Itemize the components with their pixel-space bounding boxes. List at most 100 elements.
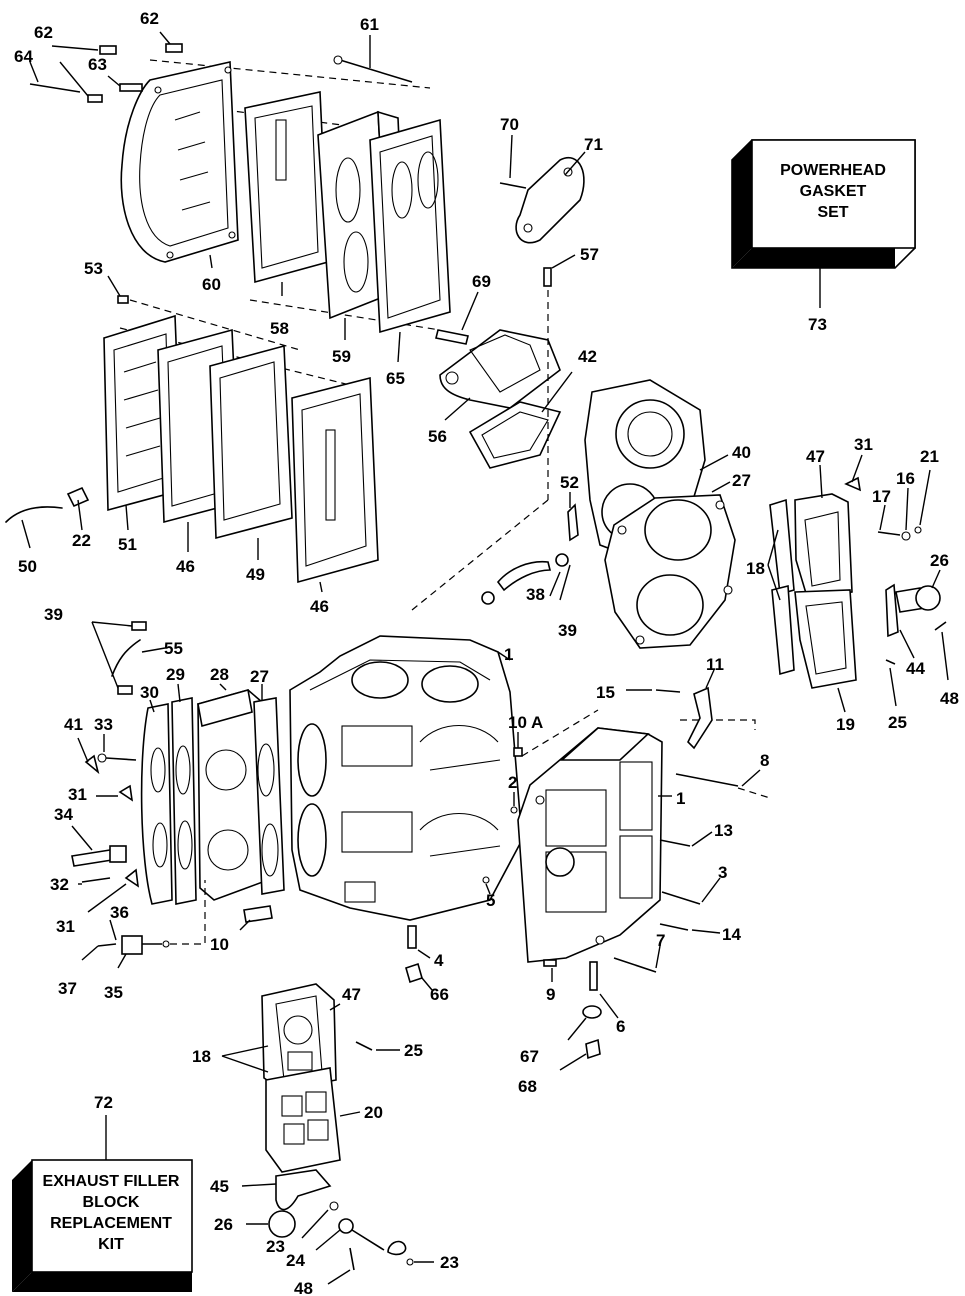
label-66: 66 bbox=[430, 985, 449, 1004]
label-73: 73 bbox=[808, 315, 827, 334]
exhaust-kit-line4: KIT bbox=[98, 1236, 124, 1253]
label-38: 38 bbox=[526, 585, 545, 604]
label-62-top: 62 bbox=[140, 9, 159, 28]
label-30: 30 bbox=[140, 683, 159, 702]
label-56: 56 bbox=[428, 427, 447, 446]
label-26-bottom: 26 bbox=[214, 1215, 233, 1234]
label-62-left: 62 bbox=[34, 23, 53, 42]
label-64: 64 bbox=[14, 47, 33, 66]
crankcase-cover bbox=[517, 669, 771, 1071]
label-31-upper: 31 bbox=[68, 785, 87, 804]
label-49: 49 bbox=[246, 565, 265, 584]
label-5: 5 bbox=[486, 891, 495, 910]
label-72: 72 bbox=[94, 1093, 113, 1112]
label-10: 10 bbox=[210, 935, 229, 954]
label-47-right: 47 bbox=[806, 447, 825, 466]
label-26-right: 26 bbox=[930, 551, 949, 570]
label-9: 9 bbox=[546, 985, 555, 1004]
label-67: 67 bbox=[520, 1047, 539, 1066]
label-63: 63 bbox=[88, 55, 107, 74]
label-31-right: 31 bbox=[854, 435, 873, 454]
label-19: 19 bbox=[836, 715, 855, 734]
powerhead-gasket-set-box: POWERHEAD GASKET SET 73 bbox=[731, 139, 916, 334]
label-11: 11 bbox=[706, 655, 724, 674]
label-23-right: 23 bbox=[440, 1253, 459, 1272]
label-24: 24 bbox=[286, 1251, 305, 1270]
label-7: 7 bbox=[656, 931, 665, 950]
manifold-cover-group bbox=[411, 254, 576, 611]
label-65-bottom: 65 bbox=[386, 369, 405, 388]
label-29: 29 bbox=[166, 665, 185, 684]
label-4: 4 bbox=[434, 951, 444, 970]
label-68: 68 bbox=[518, 1077, 537, 1096]
powerhead-kit-line1: POWERHEAD bbox=[780, 162, 886, 179]
label-47-bottom: 47 bbox=[342, 985, 361, 1004]
label-70: 70 bbox=[500, 115, 519, 134]
label-6: 6 bbox=[616, 1017, 625, 1036]
label-42: 42 bbox=[578, 347, 597, 366]
label-3: 3 bbox=[718, 863, 727, 882]
label-15: 15 bbox=[596, 683, 615, 702]
label-34: 34 bbox=[54, 805, 73, 824]
label-48-bottom: 48 bbox=[294, 1279, 313, 1296]
intake-side-group bbox=[71, 621, 285, 969]
label-45: 45 bbox=[210, 1177, 229, 1196]
label-53: 53 bbox=[84, 259, 103, 278]
bottom-cover-group bbox=[221, 983, 434, 1285]
exhaust-filler-kit-box: EXHAUST FILLER BLOCK REPLACEMENT KIT 72 bbox=[12, 1093, 193, 1292]
label-10a: 10 A bbox=[508, 713, 543, 732]
label-23-left: 23 bbox=[266, 1237, 285, 1256]
label-35: 35 bbox=[104, 983, 123, 1002]
label-46-left: 46 bbox=[176, 557, 195, 576]
label-16: 16 bbox=[896, 469, 915, 488]
label-52: 52 bbox=[560, 473, 579, 492]
cylinder-head-group bbox=[584, 379, 736, 649]
powerhead-kit-line3: SET bbox=[817, 204, 848, 221]
label-55: 55 bbox=[164, 639, 183, 658]
label-8: 8 bbox=[760, 751, 769, 770]
transfer-cover-group bbox=[5, 275, 379, 593]
label-48-right: 48 bbox=[940, 689, 959, 708]
label-21: 21 bbox=[920, 447, 939, 466]
exhaust-kit-line3: REPLACEMENT bbox=[50, 1215, 172, 1232]
label-27-left: 27 bbox=[250, 667, 269, 686]
label-32: 32 bbox=[50, 875, 69, 894]
label-50: 50 bbox=[18, 557, 37, 576]
label-1-block: 1 bbox=[504, 645, 513, 664]
label-51: 51 bbox=[118, 535, 137, 554]
label-39-left: 39 bbox=[44, 605, 63, 624]
label-2: 2 bbox=[508, 773, 517, 792]
label-22: 22 bbox=[72, 531, 91, 550]
label-37: 37 bbox=[58, 979, 77, 998]
label-71: 71 bbox=[584, 135, 603, 154]
label-27-top: 27 bbox=[732, 471, 751, 490]
bracket-71-group bbox=[499, 134, 586, 244]
exhaust-cover-group bbox=[29, 31, 451, 363]
label-31-lower: 31 bbox=[56, 917, 75, 936]
label-58: 58 bbox=[270, 319, 289, 338]
label-18-bottom: 18 bbox=[192, 1047, 211, 1066]
label-25-bottom: 25 bbox=[404, 1041, 423, 1060]
label-61: 61 bbox=[360, 15, 379, 34]
powerhead-kit-line2: GASKET bbox=[800, 183, 867, 200]
label-17: 17 bbox=[872, 487, 891, 506]
label-44: 44 bbox=[906, 659, 925, 678]
label-25-right: 25 bbox=[888, 713, 907, 732]
crankcase-block bbox=[289, 635, 523, 991]
label-59: 59 bbox=[332, 347, 351, 366]
label-14: 14 bbox=[722, 925, 741, 944]
bypass-cover-group bbox=[767, 454, 949, 713]
label-40: 40 bbox=[732, 443, 751, 462]
label-41: 41 bbox=[64, 715, 83, 734]
part-number-labels: 61 62 62 63 64 60 58 59 65 65 70 71 57 6… bbox=[14, 9, 959, 1296]
label-33: 33 bbox=[94, 715, 113, 734]
hose-group-38 bbox=[481, 492, 579, 605]
label-36: 36 bbox=[110, 903, 129, 922]
label-20: 20 bbox=[364, 1103, 383, 1122]
label-39-right: 39 bbox=[558, 621, 577, 640]
label-13: 13 bbox=[714, 821, 733, 840]
label-60: 60 bbox=[202, 275, 221, 294]
exhaust-kit-line2: BLOCK bbox=[83, 1194, 140, 1211]
label-1-cover: 1 bbox=[676, 789, 685, 808]
